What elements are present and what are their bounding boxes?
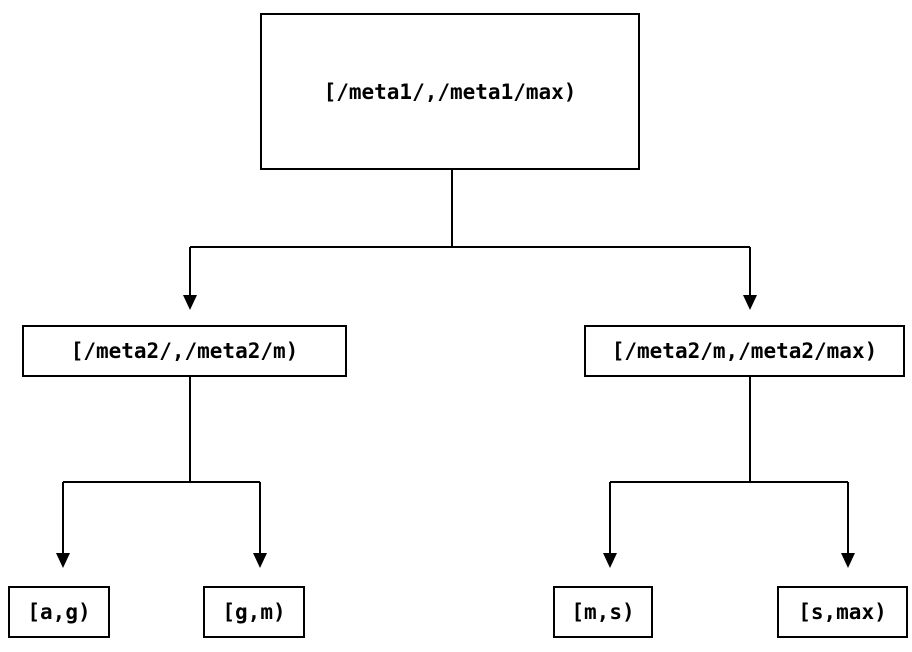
arrowhead-right-node [743, 295, 757, 310]
node-label: [/meta1/,/meta1/max) [323, 79, 577, 104]
node-label: [/meta2/m,/meta2/max) [611, 339, 878, 363]
node-label: [g,m) [222, 600, 286, 624]
arrowhead-leaf-ag [56, 553, 70, 568]
arrowhead-leaf-smax [841, 553, 855, 568]
node-leaf-g-m: [g,m) [203, 586, 305, 638]
node-root-meta1-range: [/meta1/,/meta1/max) [260, 13, 640, 170]
arrowhead-leaf-ms [603, 553, 617, 568]
node-leaf-a-g: [a,g) [8, 586, 110, 638]
node-label: [/meta2/,/meta2/m) [70, 339, 299, 363]
arrowhead-leaf-gm [253, 553, 267, 568]
node-leaf-s-max: [s,max) [777, 586, 908, 638]
node-label: [a,g) [27, 600, 91, 624]
arrowhead-left-node [183, 295, 197, 310]
node-meta2-lower-range: [/meta2/,/meta2/m) [22, 325, 347, 377]
node-label: [s,max) [798, 600, 887, 624]
node-meta2-upper-range: [/meta2/m,/meta2/max) [584, 325, 905, 377]
node-leaf-m-s: [m,s) [553, 586, 653, 638]
node-label: [m,s) [571, 600, 635, 624]
